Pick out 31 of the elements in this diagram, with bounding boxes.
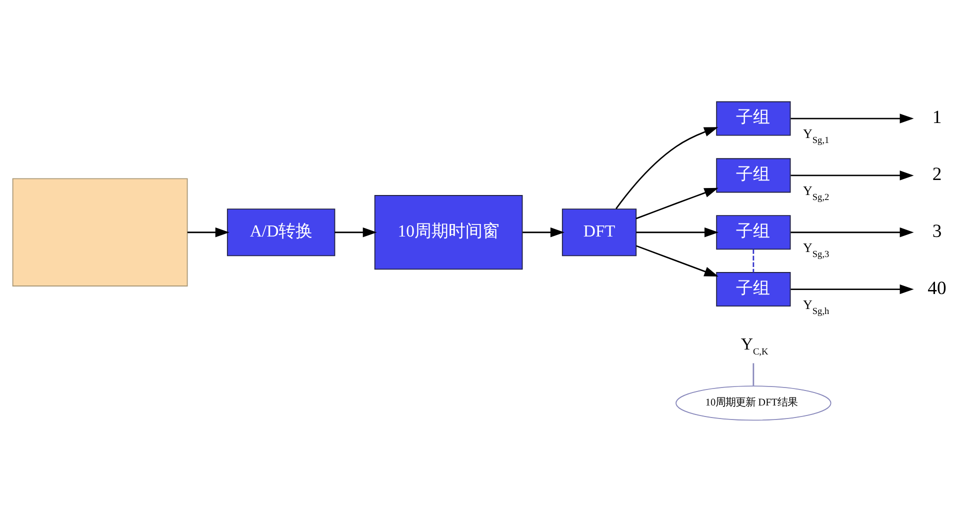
arrow: [790, 284, 914, 294]
node-box: 子组: [716, 158, 791, 193]
arrow: [334, 227, 377, 238]
node-text: Y$_{C,K}$: [740, 334, 768, 358]
edge-label: Y$_{Sg,1}$: [803, 126, 830, 146]
arrow: [790, 227, 914, 238]
node-box: 子组: [716, 215, 791, 250]
node-text: 3: [932, 221, 942, 242]
node-text: 1: [932, 107, 942, 128]
arrow: [790, 114, 914, 124]
edge-label: Y$_{Sg,h}$: [803, 296, 830, 317]
node-ellipse: 10周期更新 DFT结果: [676, 386, 832, 421]
node-box: DFT: [562, 208, 637, 256]
node-box: [12, 178, 188, 286]
arrow: [636, 245, 718, 277]
arrow: [636, 227, 719, 238]
arrow: [522, 227, 564, 238]
node-box: 10周期时间窗: [374, 195, 523, 270]
node-text: 2: [932, 164, 942, 186]
node-box: 子组: [716, 101, 791, 136]
arrow: [187, 227, 230, 238]
edge-label: Y$_{Sg,3}$: [803, 240, 830, 260]
edge-label: Y$_{Sg,2}$: [803, 183, 830, 204]
node-box: 子组: [716, 272, 791, 307]
arrow: [790, 170, 914, 180]
node-box: A/D转换: [226, 208, 336, 256]
connector: [752, 249, 754, 272]
node-text: 40: [928, 278, 946, 299]
arrow: [636, 188, 718, 220]
connector: [752, 363, 754, 386]
arrow: [616, 127, 718, 210]
